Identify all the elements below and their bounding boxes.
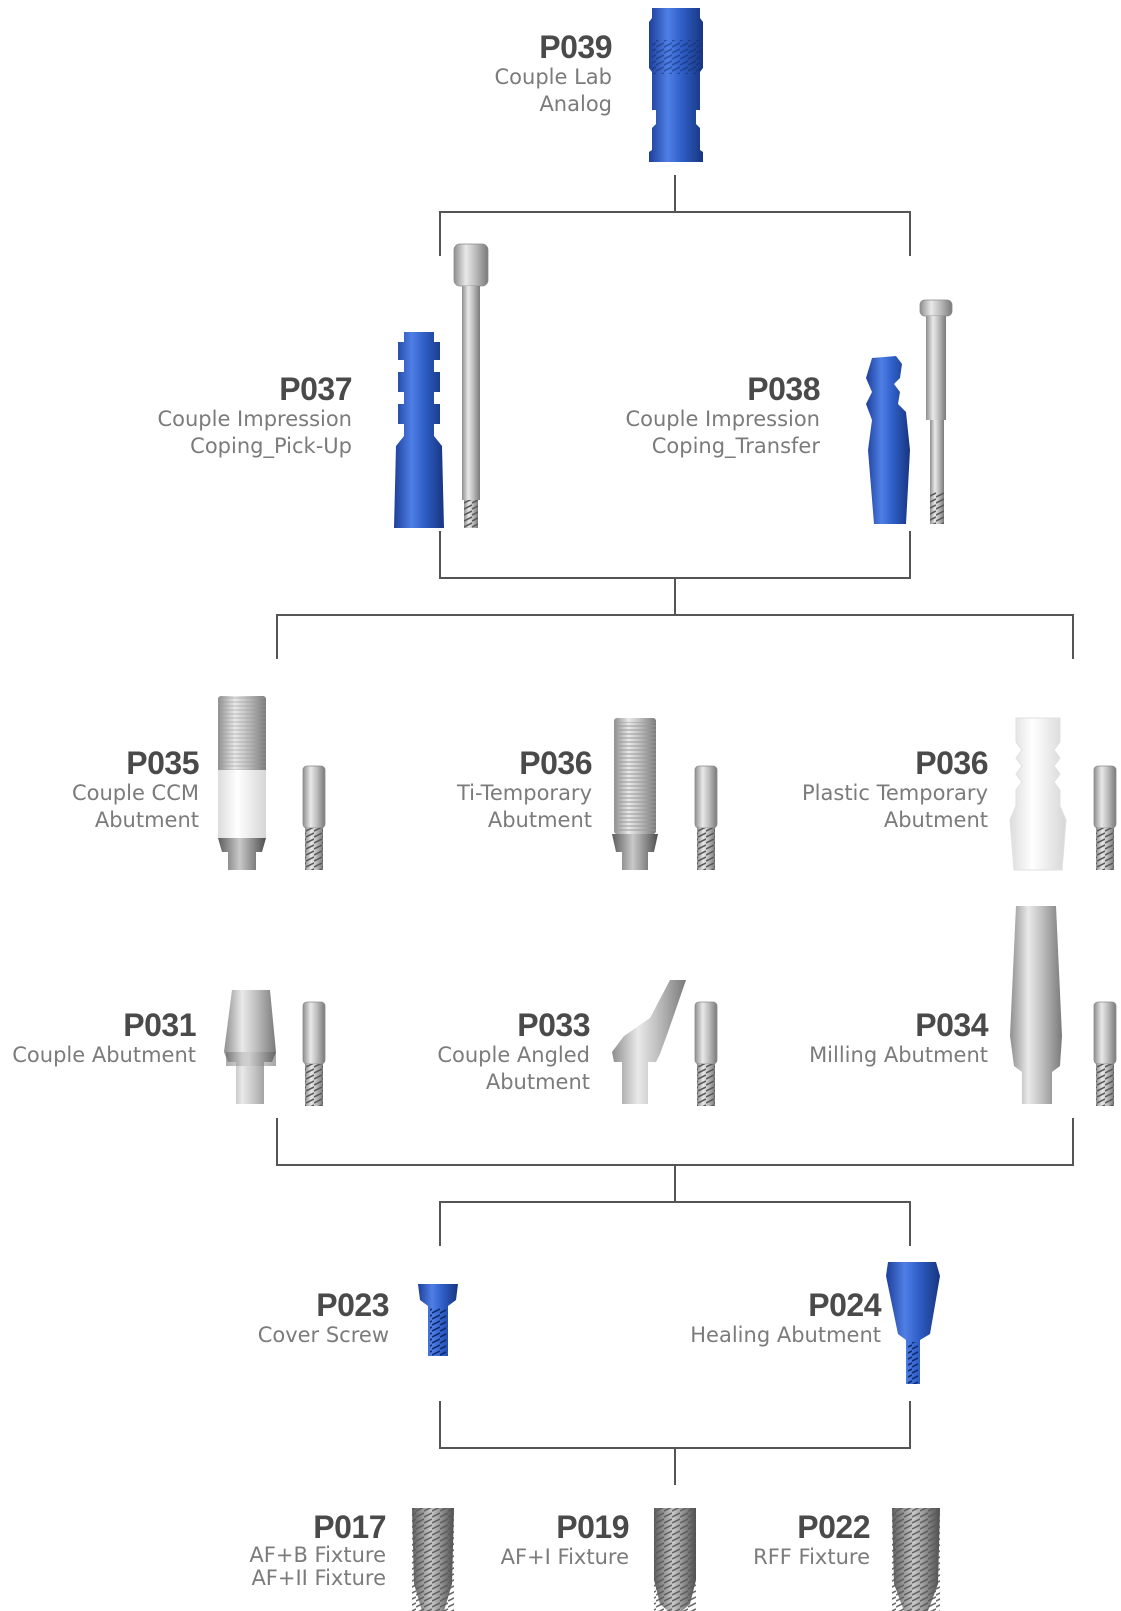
product-code: P019 (556, 1509, 629, 1545)
product-code: P036 (519, 745, 592, 781)
abutment-screw-icon (694, 765, 718, 871)
product-name: Couple CCM Abutment (71, 781, 199, 832)
plastic-temporary-abutment-icon (1009, 717, 1067, 871)
label-p034: P034 Milling Abutment (809, 1008, 988, 1069)
abutment-screw-icon (1093, 765, 1117, 871)
product-name: Couple Impression Coping_Pick-Up (157, 407, 352, 458)
product-code: P031 (123, 1007, 196, 1043)
product-name: Milling Abutment (809, 1043, 988, 1067)
transfer-coping-icon (866, 299, 953, 524)
abutment-screw-icon (1093, 1001, 1117, 1107)
product-name: Plastic Temporary Abutment (802, 781, 988, 832)
healing-abutment-icon (886, 1262, 940, 1384)
product-name: Couple Impression Coping_Transfer (625, 407, 820, 458)
label-p031: P031 Couple Abutment (12, 1008, 196, 1069)
product-code: P038 (747, 371, 820, 407)
product-code: P024 (808, 1287, 881, 1323)
product-code: P039 (539, 29, 612, 65)
lab-analog-icon (649, 8, 703, 162)
product-name: AF+B Fixture AF+II Fixture (249, 1543, 386, 1590)
label-p019: P019 AF+I Fixture (500, 1509, 630, 1571)
angled-abutment-icon (612, 980, 686, 1104)
label-p037: P037 Couple Impression Coping_Pick-Up (157, 372, 352, 460)
product-code: P037 (279, 371, 352, 407)
product-name: Healing Abutment (690, 1323, 881, 1347)
fixture-icon (654, 1508, 696, 1611)
pickup-coping-icon (394, 243, 489, 528)
abutment-screw-icon (302, 765, 326, 871)
label-p017: P017 AF+B Fixture AF+II Fixture (249, 1510, 386, 1590)
ccm-abutment-icon (218, 696, 266, 870)
product-name: Couple Angled Abutment (437, 1043, 590, 1094)
label-p036-ti: P036 Ti-Temporary Abutment (456, 745, 593, 834)
product-code: P034 (915, 1007, 988, 1043)
product-name: Ti-Temporary Abutment (456, 781, 592, 832)
abutment-icon (224, 990, 276, 1104)
label-p022: P022 RFF Fixture (753, 1510, 870, 1571)
milling-abutment-icon (1010, 906, 1062, 1104)
connector-lines (276, 175, 1074, 1485)
abutment-screw-icon (694, 1001, 718, 1107)
label-p038: P038 Couple Impression Coping_Transfer (625, 372, 820, 460)
label-p024: P024 Healing Abutment (690, 1288, 881, 1349)
label-p035: P035 Couple CCM Abutment (71, 745, 200, 834)
product-code: P033 (517, 1007, 590, 1043)
label-p023: P023 Cover Screw (257, 1287, 390, 1349)
product-name: Couple Abutment (12, 1043, 196, 1067)
label-p033: P033 Couple Angled Abutment (437, 1008, 590, 1096)
product-code: P023 (316, 1287, 389, 1323)
product-name: RFF Fixture (753, 1545, 870, 1569)
product-name: Couple Lab Analog (494, 65, 612, 116)
product-code: P017 (313, 1509, 386, 1545)
ti-temporary-abutment-icon (612, 718, 658, 870)
label-p039: P039 Couple Lab Analog (494, 29, 613, 118)
product-code: P035 (126, 745, 199, 781)
cover-screw-icon (418, 1284, 458, 1356)
product-name: Cover Screw (257, 1323, 389, 1347)
product-code: P036 (915, 745, 988, 781)
fixture-icon (892, 1508, 940, 1611)
abutment-screw-icon (302, 1001, 326, 1107)
label-p036-plastic: P036 Plastic Temporary Abutment (802, 746, 988, 834)
product-code: P022 (797, 1509, 870, 1545)
product-name: AF+I Fixture (500, 1545, 629, 1569)
fixture-icon (412, 1508, 454, 1611)
